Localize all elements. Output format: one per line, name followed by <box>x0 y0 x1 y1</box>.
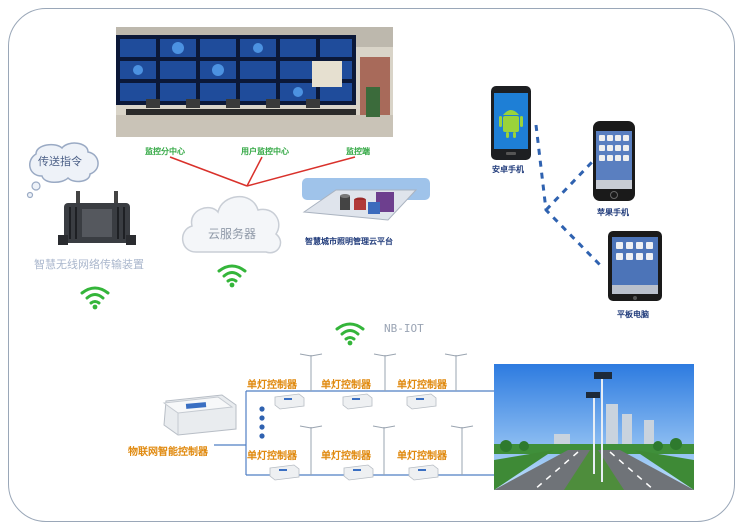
cloud-server-icon <box>182 195 282 254</box>
wifi-icon <box>335 322 365 346</box>
wifi-icon <box>217 264 247 288</box>
wifi-icon <box>80 286 110 310</box>
iot-controller-icon <box>162 394 237 436</box>
single-lamp-controller-icon <box>342 393 373 410</box>
red-link-monitor-end <box>246 156 356 187</box>
cloud-platform-label: 智慧城市照明管理云平台 <box>305 237 393 246</box>
single-lamp-controller-label: 单灯控制器 <box>247 380 297 391</box>
single-lamp-controller-label: 单灯控制器 <box>321 380 371 391</box>
diagram-frame <box>8 8 735 522</box>
single-lamp-controller-icon <box>269 464 300 481</box>
nbiot-label: NB-IOT <box>384 322 424 335</box>
single-lamp-controller-label: 单灯控制器 <box>397 380 447 391</box>
iphone-icon <box>593 121 635 201</box>
wireless-device-label: 智慧无线网络传输装置 <box>34 258 144 271</box>
red-link-monitor-sub <box>169 156 248 187</box>
android-phone-label: 安卓手机 <box>492 165 524 174</box>
single-lamp-controller-icon <box>406 393 437 410</box>
monitoring-center-image <box>116 27 393 137</box>
cloud-server-label: 云服务器 <box>208 227 257 241</box>
single-lamp-controller-label: 单灯控制器 <box>397 451 447 462</box>
street-lamp-scene-image <box>494 364 694 490</box>
monitor-sub-center-label: 监控分中心 <box>145 147 185 156</box>
wireless-transmission-device-icon <box>58 191 136 245</box>
bubble-text: 传送指令 <box>38 155 82 168</box>
cloud-platform-icon <box>302 178 430 221</box>
single-lamp-controller-label: 单灯控制器 <box>247 451 297 462</box>
speech-bubble-icon <box>26 142 99 199</box>
single-lamp-controller-icon <box>274 393 305 410</box>
single-lamp-controller-icon <box>408 464 439 481</box>
iphone-label: 苹果手机 <box>597 208 629 217</box>
monitor-end-label: 监控端 <box>346 147 370 156</box>
lamp-poles <box>299 353 474 475</box>
tablet-label: 平板电脑 <box>617 310 649 319</box>
tablet-icon <box>608 231 662 301</box>
single-lamp-controller-label: 单灯控制器 <box>321 451 371 462</box>
dashed-link-iphone <box>544 158 596 212</box>
iot-controller-label: 物联网智能控制器 <box>128 447 208 458</box>
ellipsis-dots <box>259 406 265 439</box>
single-lamp-controller-icon <box>343 464 374 481</box>
red-link-user-monitor <box>246 156 263 187</box>
android-phone-icon <box>491 86 531 160</box>
user-monitor-center-label: 用户监控中心 <box>241 147 289 156</box>
